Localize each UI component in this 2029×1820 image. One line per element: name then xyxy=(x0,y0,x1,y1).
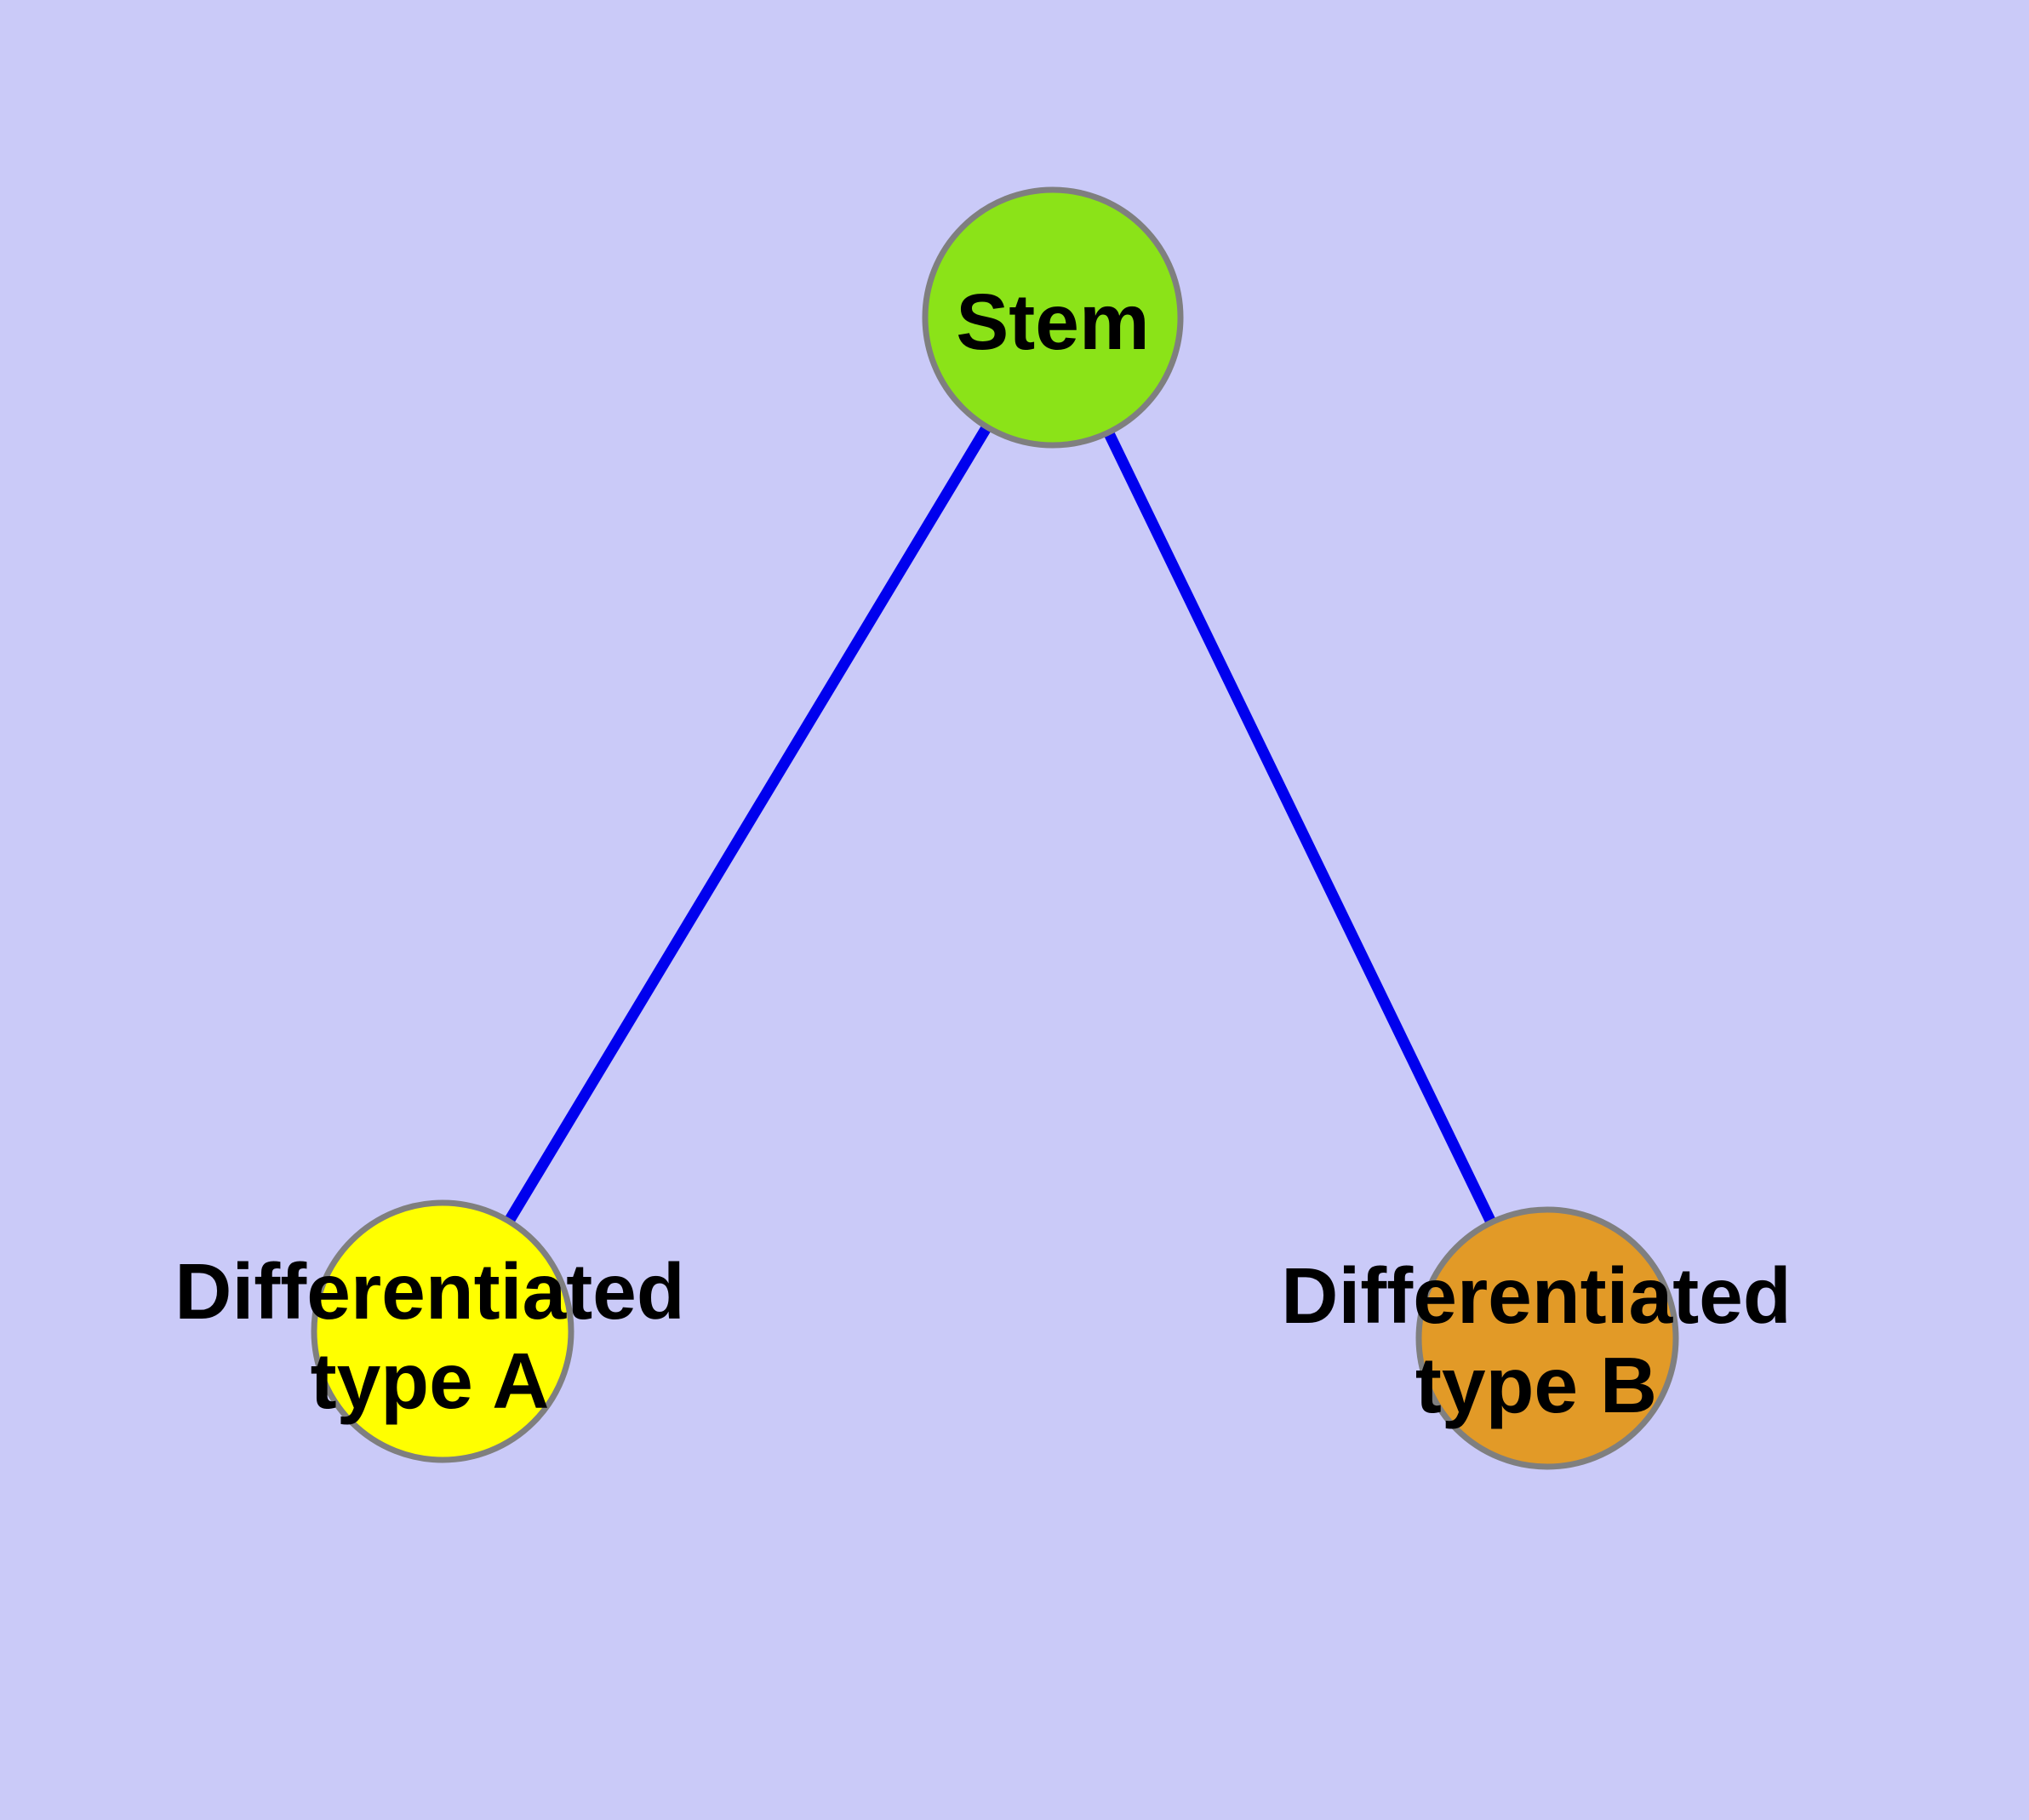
node-type-b-label-line1: Differentiated xyxy=(1281,1251,1791,1340)
edge-stem-to-type-a xyxy=(437,314,1058,1335)
node-type-a-label-line2: type A xyxy=(311,1336,550,1425)
node-stem-label: Stem xyxy=(956,278,1149,366)
node-type-a-label-line1: Differentiated xyxy=(174,1247,684,1336)
node-type-b-circle xyxy=(1415,1206,1679,1470)
node-type-b: Differentiated type B xyxy=(1281,1206,1792,1470)
edge-stem-to-type-b xyxy=(1048,315,1552,1341)
node-stem-circle xyxy=(922,186,1184,449)
node-type-a-circle xyxy=(311,1199,574,1463)
node-type-a: Differentiated type A xyxy=(174,1199,685,1463)
node-stem: Stem xyxy=(922,186,1184,449)
edge-group xyxy=(437,314,1552,1341)
node-type-b-label-line2: type B xyxy=(1415,1341,1657,1429)
